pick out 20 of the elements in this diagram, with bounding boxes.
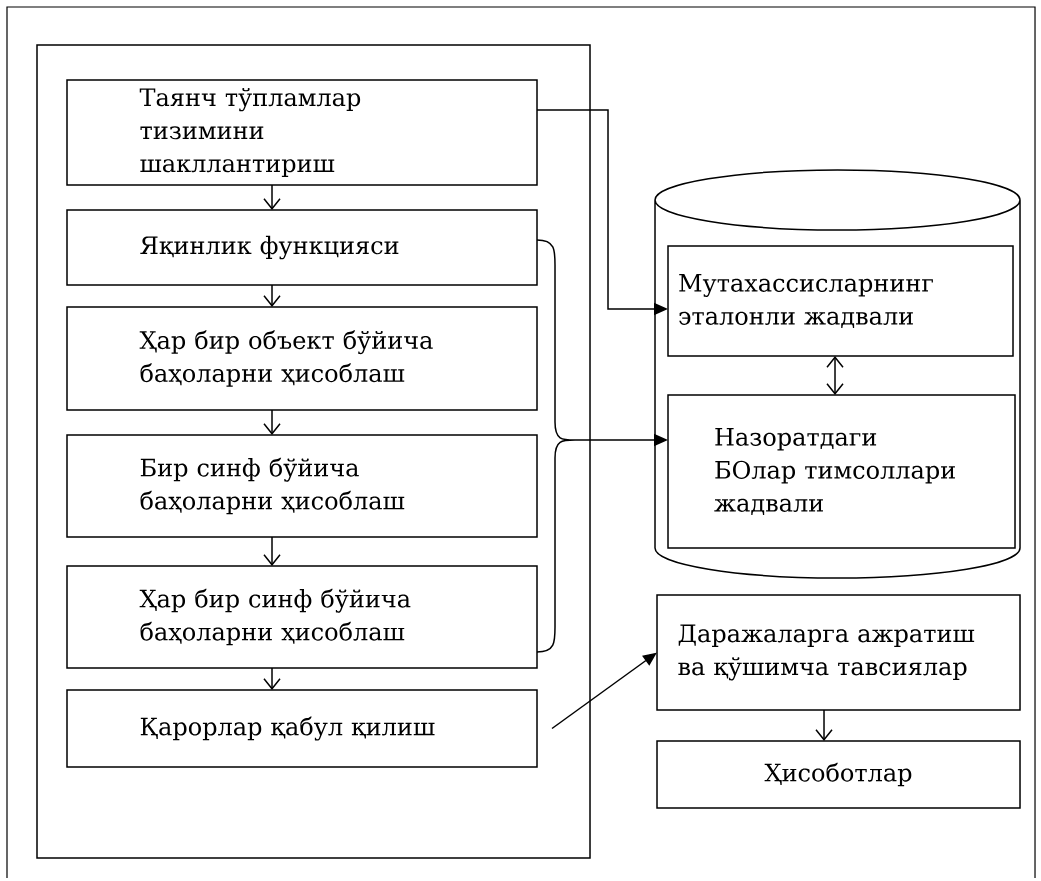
arrow — [263, 284, 281, 307]
process-box: Қарорлар қабул қилиш — [66, 689, 538, 768]
process-box: Даражаларга ажратиш ва қўшимча тавсиялар — [656, 594, 1021, 711]
table-box: Мутахассисларнинг эталонли жадвали — [667, 245, 1014, 357]
container-box — [36, 44, 591, 859]
process-box: Таянч тўпламлар тизимини шакллантириш — [66, 79, 538, 186]
process-box: Яқинлик функцияси — [66, 209, 538, 286]
arrow — [826, 356, 844, 395]
database-cylinder — [654, 169, 1021, 579]
arrow — [263, 409, 281, 435]
process-box: Бир синф бўйича баҳоларни ҳисоблаш — [66, 434, 538, 538]
process-box: Ҳисоботлар — [656, 740, 1021, 809]
arrow — [263, 667, 281, 690]
process-box: Ҳар бир синф бўйича баҳоларни ҳисоблаш — [66, 565, 538, 669]
table-box: Назоратдаги БОлар тимсоллари жадвали — [667, 394, 1016, 549]
arrow — [263, 536, 281, 566]
process-box: Ҳар бир объект бўйича баҳоларни ҳисоблаш — [66, 306, 538, 411]
arrow — [551, 652, 657, 730]
arrow — [263, 184, 281, 210]
arrow — [815, 709, 833, 741]
